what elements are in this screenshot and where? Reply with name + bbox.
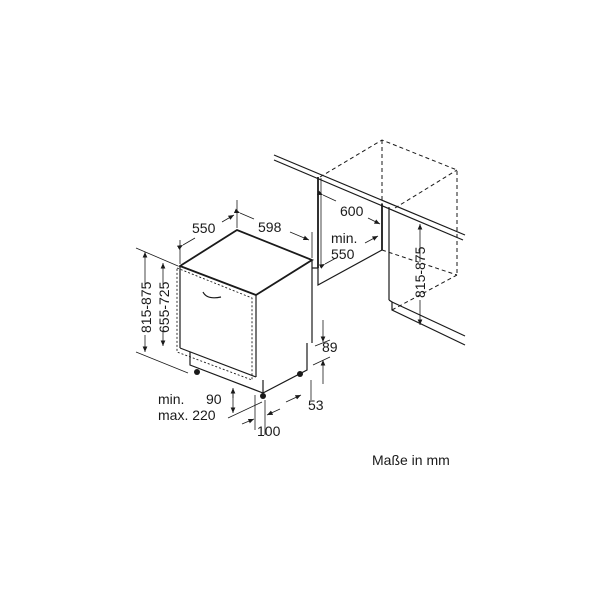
width-label: 598: [258, 219, 282, 235]
units-note: Maße in mm: [372, 452, 450, 468]
dimension-lines: [135, 190, 423, 435]
dishwasher-body: [176, 228, 314, 399]
plinth-min-value: 90: [206, 391, 222, 407]
foot: [194, 369, 200, 375]
niche-depth-label: 550: [331, 246, 355, 262]
depth-label: 550: [192, 220, 216, 236]
foot: [297, 371, 303, 377]
niche-height-label: 815-875: [412, 246, 428, 298]
plinth-top-label: 89: [322, 339, 338, 355]
plinth-max-label: max. 220: [158, 407, 216, 423]
foot: [260, 393, 266, 399]
door-handle: [202, 291, 222, 299]
plinth-side-label: 53: [308, 397, 324, 413]
door-height-label: 655-725: [156, 281, 172, 333]
plinth-min-text: min.: [158, 391, 184, 407]
height-label: 815-875: [138, 281, 154, 333]
niche-width-label: 600: [340, 203, 364, 219]
niche-cabinet: [273, 139, 466, 346]
plinth-depth-label: 100: [257, 423, 281, 439]
niche-depth-min-label: min.: [331, 230, 357, 246]
